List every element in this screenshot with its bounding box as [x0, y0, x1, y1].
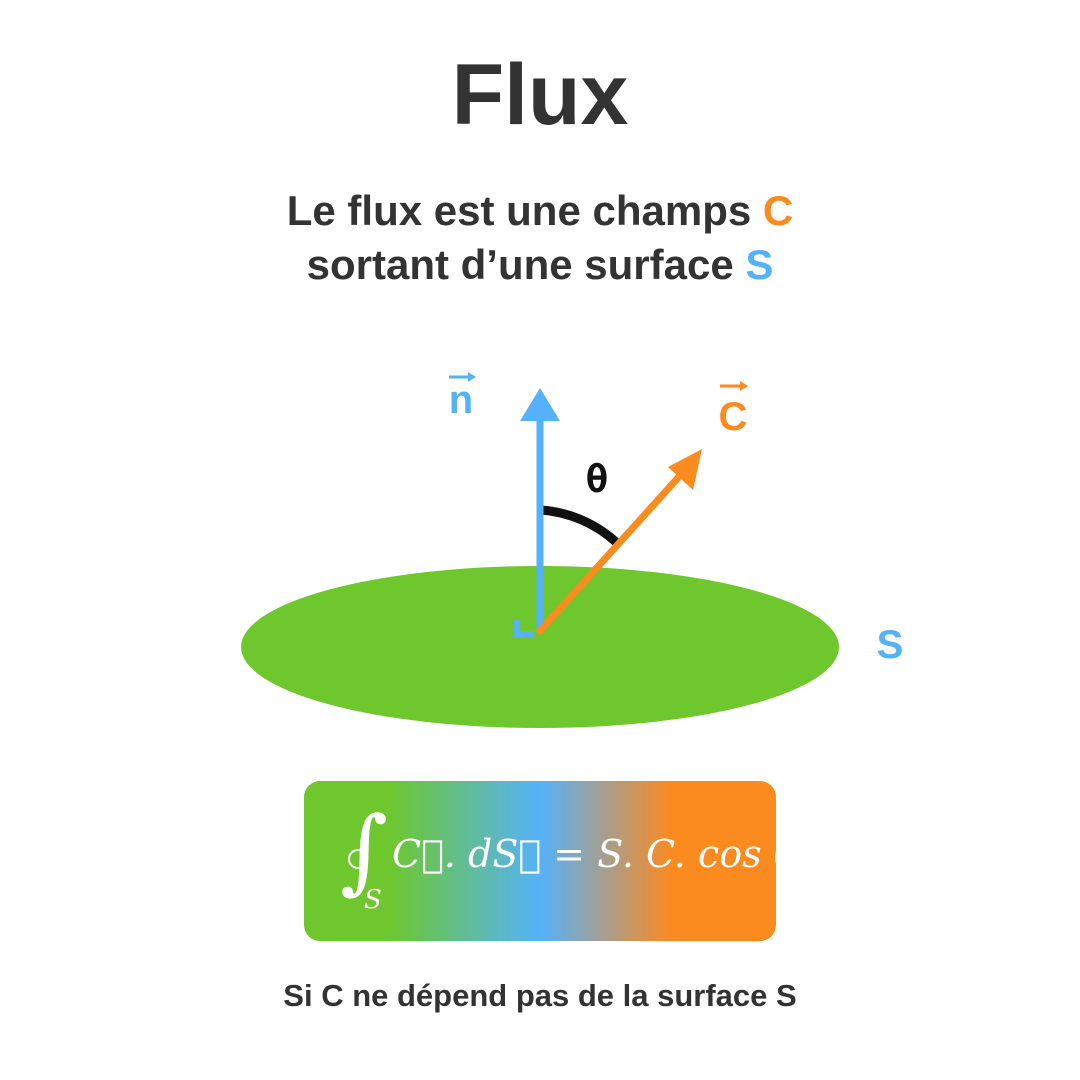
normal-vector-label: n	[449, 378, 473, 422]
flux-diagram: n C θ S	[241, 372, 904, 728]
formula-expression: C⃗. dS⃗ = S. C. cos θ	[392, 832, 797, 876]
formula-box: ∫ S C⃗. dS⃗ = S. C. cos θ	[304, 781, 797, 941]
right-angle-marker	[514, 620, 533, 637]
field-vector-arrowhead	[668, 449, 702, 490]
contour-integral-ring	[348, 849, 368, 869]
page-title: Flux	[451, 47, 629, 143]
surface-ellipse	[241, 566, 839, 728]
condition-note: Si C ne dépend pas de la surface S	[283, 978, 797, 1013]
definition-line-1: Le flux est une champs C	[286, 187, 794, 234]
field-vector-label: C	[719, 395, 748, 439]
surface-variable-s: S	[745, 241, 774, 288]
definition-line-2: sortant d’une surface S	[306, 241, 774, 288]
angle-label: θ	[586, 457, 609, 501]
field-vector-label-arrowhead	[740, 381, 748, 391]
normal-vector-label-arrowhead	[468, 372, 476, 382]
integral-subscript: S	[364, 885, 382, 915]
surface-label: S	[877, 623, 904, 667]
field-vector-shaft	[535, 467, 688, 636]
angle-arc	[540, 505, 621, 547]
definition-text: Le flux est une champs C sortant d’une s…	[0, 184, 1080, 292]
field-variable-c: C	[762, 187, 794, 234]
normal-vector-arrowhead	[520, 388, 560, 421]
